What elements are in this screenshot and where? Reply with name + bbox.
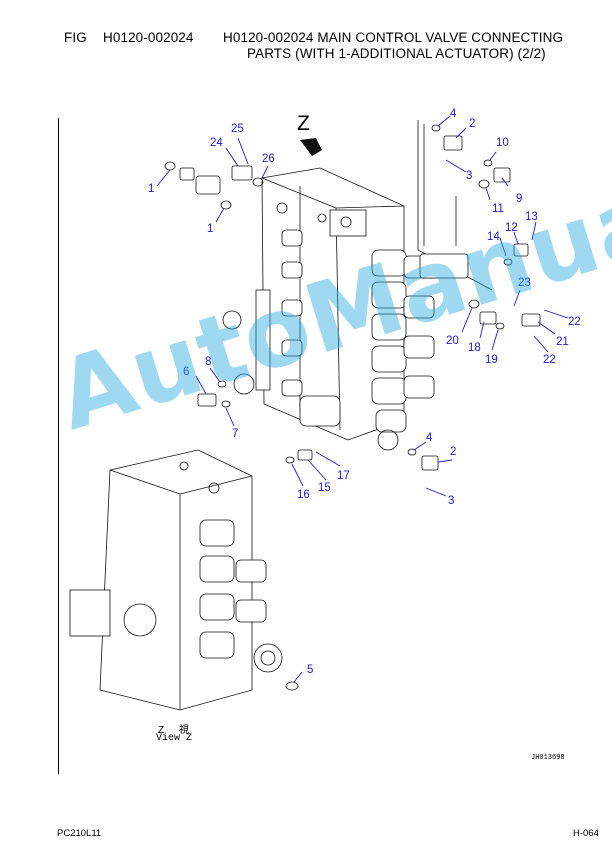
- callout-7: 7: [232, 428, 238, 440]
- callout-18: 18: [468, 342, 481, 354]
- callout-4: 4: [426, 432, 433, 444]
- fittings: [164, 124, 541, 691]
- z-view-arrow: [300, 138, 322, 156]
- valve-body-main: [255, 167, 405, 441]
- callout-20: 20: [446, 335, 459, 347]
- callout-22: 22: [543, 354, 556, 366]
- view-label: View Z: [156, 733, 193, 744]
- callout-1: 1: [207, 223, 213, 235]
- callout-4: 4: [450, 108, 457, 120]
- z-view-label: Z: [297, 112, 310, 135]
- callout-3: 3: [448, 495, 454, 507]
- callout-11: 11: [492, 203, 504, 215]
- callout-numbers: 1 1 2 2 3 3 4 4 5 6 7 8 9 10 11 12 13 14…: [148, 108, 581, 676]
- callout-19: 19: [485, 354, 498, 366]
- callout-24: 24: [210, 137, 223, 149]
- callout-12: 12: [505, 222, 518, 234]
- fig-label: FIG: [64, 30, 87, 45]
- callout-26: 26: [262, 153, 275, 165]
- callout-16: 16: [297, 489, 310, 501]
- callout-21: 21: [556, 336, 569, 348]
- callout-15: 15: [318, 482, 331, 494]
- callout-23: 23: [518, 277, 531, 289]
- valve-body-lower: [69, 449, 283, 711]
- callout-13: 13: [525, 211, 538, 223]
- callout-17: 17: [337, 470, 350, 482]
- callout-10: 10: [496, 137, 509, 149]
- callout-leaders: [156, 115, 569, 683]
- callout-1: 1: [148, 183, 154, 195]
- view-label-jp: Z 視: [158, 725, 195, 736]
- footer-page-number: H-064: [573, 828, 599, 839]
- callout-6: 6: [183, 366, 189, 378]
- spool-stack: [222, 229, 439, 451]
- page-title-line2: PARTS (WITH 1-ADDITIONAL ACTUATOR) (2/2): [247, 46, 546, 61]
- callout-3: 3: [466, 170, 472, 182]
- callout-9: 9: [516, 193, 522, 205]
- page-title-line1: H0120-002024 MAIN CONTROL VALVE CONNECTI…: [223, 30, 564, 45]
- frame-bracket: [417, 120, 493, 291]
- frame-border-line: [58, 118, 59, 774]
- callout-5: 5: [307, 664, 313, 676]
- footer-model: PC210L11: [57, 828, 102, 839]
- callout-8: 8: [205, 356, 211, 368]
- callout-2: 2: [450, 446, 456, 458]
- callout-14: 14: [487, 231, 500, 243]
- drawing-id: JH013698: [531, 754, 565, 762]
- fig-code: H0120-002024: [103, 30, 194, 45]
- callout-22: 22: [568, 316, 581, 328]
- callout-25: 25: [231, 123, 244, 135]
- callout-2: 2: [469, 118, 475, 130]
